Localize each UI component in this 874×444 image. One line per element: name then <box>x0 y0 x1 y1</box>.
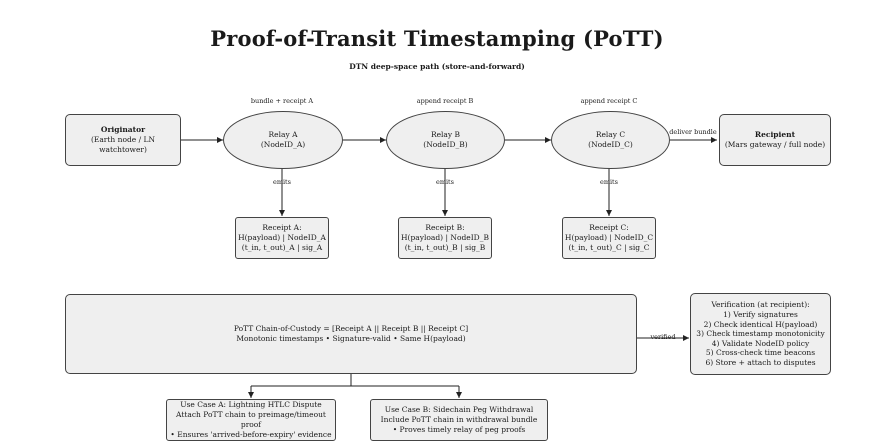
relay-c-node: Relay C (NodeID_C) <box>551 111 670 169</box>
receipt-c-hash: H(payload) | NodeID_C <box>564 233 654 242</box>
edge-label-relay-c: append receipt C <box>580 97 638 105</box>
diagram-title: Proof-of-Transit Timestamping (PoTT) <box>210 26 664 51</box>
receipt-a-hash: H(payload) | NodeID_A <box>238 233 326 242</box>
use-case-b-box: Use Case B: Sidechain Peg Withdrawal Inc… <box>370 399 548 441</box>
receipt-a: Receipt A: H(payload) | NodeID_A (t_in, … <box>235 217 329 259</box>
emits-label-b: emits <box>435 178 455 186</box>
verification-box: Verification (at recipient): 1) Verify s… <box>690 293 831 375</box>
relay-a-name: Relay A <box>268 130 298 139</box>
use-case-a-line-3: • Ensures 'arrived-before-expiry' eviden… <box>170 430 332 439</box>
receipt-c-title: Receipt C: <box>589 223 629 232</box>
relay-c-id: (NodeID_C) <box>588 140 633 149</box>
use-case-a-box: Use Case A: Lightning HTLC Dispute Attac… <box>166 399 336 441</box>
verification-step-3: 3) Check timestamp monotonicity <box>696 329 825 339</box>
relay-b-node: Relay B (NodeID_B) <box>386 111 505 169</box>
recipient-name: Recipient <box>754 130 796 139</box>
relay-a-node: Relay A (NodeID_A) <box>223 111 343 169</box>
use-case-b-line-2: Include PoTT chain in withdrawal bundle <box>380 415 538 424</box>
receipt-c: Receipt C: H(payload) | NodeID_C (t_in, … <box>562 217 656 259</box>
originator-name: Originator <box>100 125 146 134</box>
receipt-b-title: Receipt B: <box>425 223 465 232</box>
relay-b-id: (NodeID_B) <box>423 140 468 149</box>
verification-title: Verification (at recipient): <box>711 300 810 310</box>
edge-label-relay-b: append receipt B <box>416 97 474 105</box>
originator-detail: (Earth node / LN watchtower) <box>90 135 156 154</box>
originator-node: Originator (Earth node / LN watchtower) <box>65 114 181 166</box>
verified-label: verified <box>650 333 676 341</box>
emits-label-a: emits <box>272 178 292 186</box>
receipt-b: Receipt B: H(payload) | NodeID_B (t_in, … <box>398 217 492 259</box>
receipt-b-time: (t_in, t_out)_B | sig_B <box>404 243 486 252</box>
use-case-a-line-2: Attach PoTT chain to preimage/timeout pr… <box>176 410 326 429</box>
chain-of-custody-box: PoTT Chain-of-Custody = [Receipt A || Re… <box>65 294 637 374</box>
emits-label-c: emits <box>599 178 619 186</box>
receipt-b-hash: H(payload) | NodeID_B <box>401 233 489 242</box>
use-case-a-title: Use Case A: Lightning HTLC Dispute <box>180 400 322 409</box>
relay-b-name: Relay B <box>430 130 461 139</box>
chain-line-2: Monotonic timestamps • Signature-valid •… <box>236 334 466 343</box>
recipient-detail: (Mars gateway / full node) <box>724 140 826 149</box>
chain-line-1: PoTT Chain-of-Custody = [Receipt A || Re… <box>233 324 469 333</box>
receipt-a-title: Receipt A: <box>262 223 302 232</box>
receipt-c-time: (t_in, t_out)_C | sig_C <box>568 243 650 252</box>
verification-step-5: 5) Cross-check time beacons <box>705 348 816 358</box>
use-case-b-line-3: • Proves timely relay of peg proofs <box>392 425 526 434</box>
use-case-b-title: Use Case B: Sidechain Peg Withdrawal <box>384 405 534 414</box>
verification-step-4: 4) Validate NodeID policy <box>711 338 810 348</box>
verification-step-2: 2) Check identical H(payload) <box>703 319 818 329</box>
recipient-node: Recipient (Mars gateway / full node) <box>719 114 831 166</box>
relay-c-name: Relay C <box>595 130 626 139</box>
edge-label-deliver: deliver bundle <box>669 128 717 136</box>
edge-label-relay-a: bundle + receipt A <box>250 97 314 105</box>
verification-step-6: 6) Store + attach to disputes <box>705 357 816 367</box>
receipt-a-time: (t_in, t_out)_A | sig_A <box>241 243 323 252</box>
verification-step-1: 1) Verify signatures <box>723 310 798 320</box>
diagram-subtitle: DTN deep-space path (store-and-forward) <box>349 62 525 71</box>
relay-a-id: (NodeID_A) <box>260 140 306 149</box>
